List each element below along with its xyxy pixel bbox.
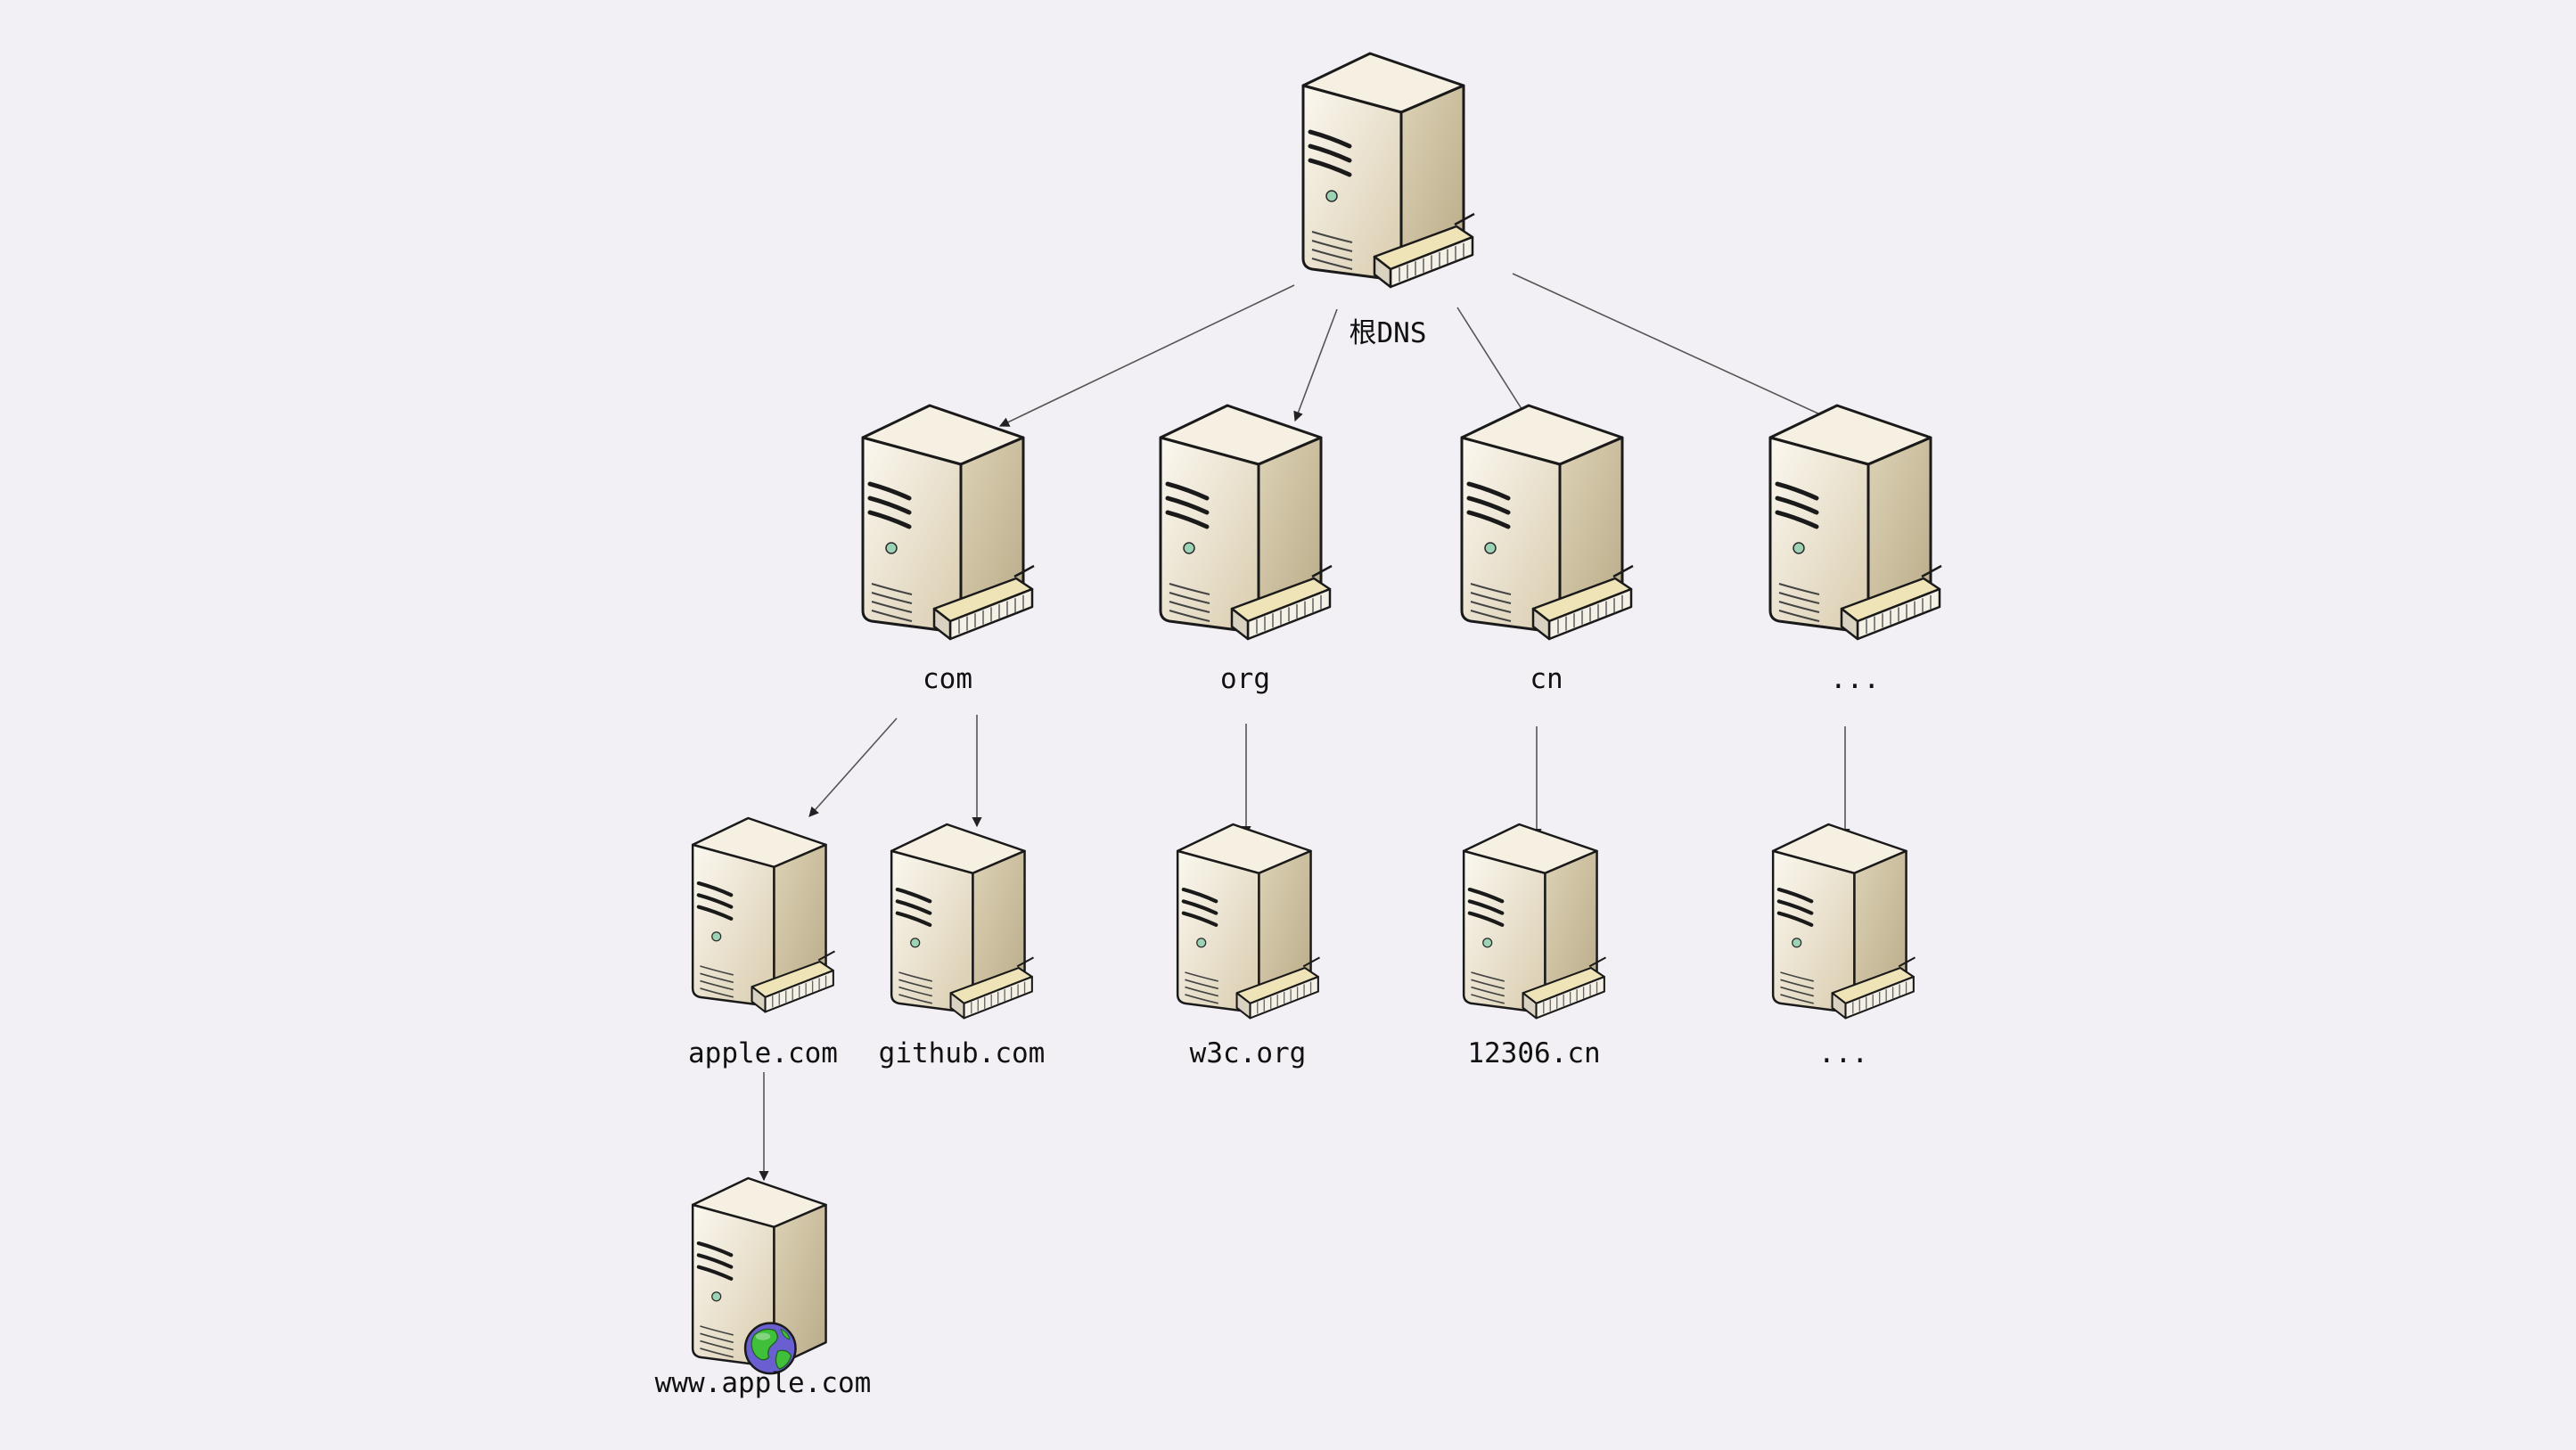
edge-com-to-apple <box>808 717 898 817</box>
edge-root-to-cn <box>1456 307 1532 425</box>
node-label-cn: cn <box>1530 663 1563 695</box>
node-label-com: com <box>923 663 972 695</box>
node-org: org <box>1159 404 1333 695</box>
web-server-icon <box>691 1176 827 1375</box>
node-com: com <box>861 404 1035 695</box>
edge-root-to-com <box>998 284 1295 427</box>
node-label-www-apple: www.apple.com <box>655 1367 872 1399</box>
node-sld-more: ... <box>1771 823 1916 1069</box>
dns-server-icon <box>1462 823 1607 1020</box>
node-label-w3c: w3c.org <box>1190 1037 1307 1069</box>
dns-server-icon <box>890 823 1035 1020</box>
dns-server-icon <box>691 816 836 1013</box>
edge-root-to-tld-more <box>1512 273 1843 425</box>
dns-server-icon <box>861 404 1035 641</box>
node-www-apple: www.apple.com <box>655 1176 872 1399</box>
edge-root-to-org <box>1293 308 1338 422</box>
node-github: github.com <box>879 823 1046 1069</box>
dns-server-icon <box>1159 404 1333 641</box>
dns-server-icon <box>1301 52 1475 289</box>
node-label-org: org <box>1220 663 1270 695</box>
dns-server-icon <box>1768 404 1942 641</box>
node-w3c: w3c.org <box>1176 823 1321 1069</box>
edges-layer <box>759 273 1850 1182</box>
node-label-apple: apple.com <box>688 1037 838 1069</box>
nodes-layer: 根DNS com org cn... apple.com github.com w3c.or… <box>655 52 1942 1399</box>
node-apple: apple.com <box>688 816 838 1069</box>
dns-server-icon <box>1771 823 1916 1020</box>
node-tld-more: ... <box>1768 404 1942 695</box>
node-label-tld-more: ... <box>1830 663 1880 695</box>
node-12306: 12306.cn <box>1462 823 1607 1069</box>
dns-server-icon <box>1460 404 1634 641</box>
node-label-sld-more: ... <box>1818 1037 1868 1069</box>
node-cn: cn <box>1460 404 1634 695</box>
node-root: 根DNS <box>1301 52 1475 349</box>
node-label-github: github.com <box>879 1037 1046 1069</box>
node-label-12306: 12306.cn <box>1467 1037 1600 1069</box>
node-label-root: 根DNS <box>1350 317 1427 349</box>
dns-server-icon <box>1176 823 1321 1020</box>
